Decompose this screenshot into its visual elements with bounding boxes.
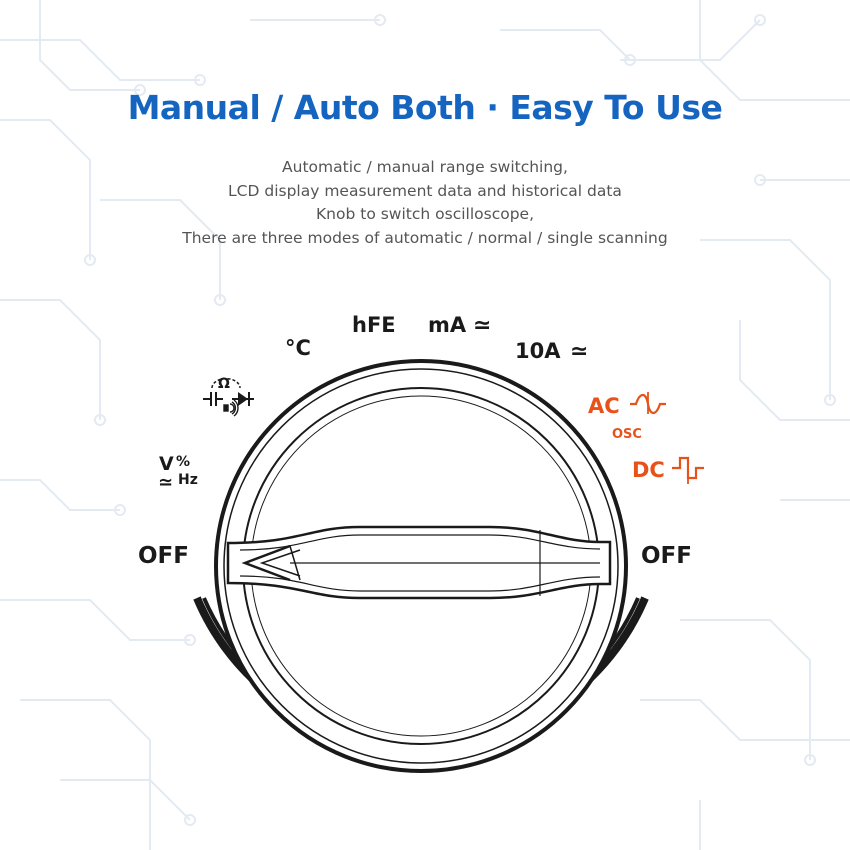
approx-icon: ≃	[473, 313, 491, 338]
dc-symbol: DC	[632, 458, 665, 482]
label-volt-hz[interactable]: V % ≃ Hz	[158, 453, 198, 493]
description-line: LCD display measurement data and histori…	[228, 181, 622, 200]
continuity-sound-icon	[223, 399, 239, 417]
description-line: Knob to switch oscilloscope,	[316, 205, 534, 223]
diode-icon	[232, 392, 254, 406]
knob-handle[interactable]	[226, 525, 612, 600]
percent-symbol: %	[176, 454, 190, 470]
label-10a[interactable]: 10A ≃	[515, 339, 588, 364]
label-ac-osc[interactable]: AC OSC	[588, 392, 666, 442]
description-line: Automatic / manual range switching,	[282, 158, 568, 176]
ten-a-symbol: 10A	[515, 339, 561, 363]
hz-symbol: Hz	[178, 472, 198, 488]
label-off-left[interactable]: OFF	[138, 543, 189, 569]
approx-icon: ≃	[158, 472, 173, 493]
label-celsius[interactable]: °C	[285, 336, 311, 360]
capacitor-icon	[203, 392, 223, 406]
label-off-right[interactable]: OFF	[641, 543, 692, 569]
description: Automatic / manual range switching, LCD …	[0, 156, 850, 250]
ac-symbol: AC	[588, 394, 620, 418]
volt-symbol: V	[159, 453, 174, 475]
label-dc[interactable]: DC	[632, 456, 704, 484]
ma-symbol: mA	[428, 313, 467, 337]
label-ohm-diode[interactable]: Ω	[203, 376, 254, 417]
approx-icon: ≃	[570, 339, 588, 364]
headline: Manual / Auto Both · Easy To Use	[127, 88, 723, 127]
label-hfe[interactable]: hFE	[352, 313, 396, 337]
description-line: There are three modes of automatic / nor…	[182, 228, 668, 247]
label-ma[interactable]: mA ≃	[428, 313, 491, 338]
osc-symbol: OSC	[612, 427, 642, 442]
pointer-arrow-icon	[241, 544, 291, 582]
knob-middle-ring	[223, 368, 619, 764]
ohm-symbol: Ω	[218, 376, 230, 392]
